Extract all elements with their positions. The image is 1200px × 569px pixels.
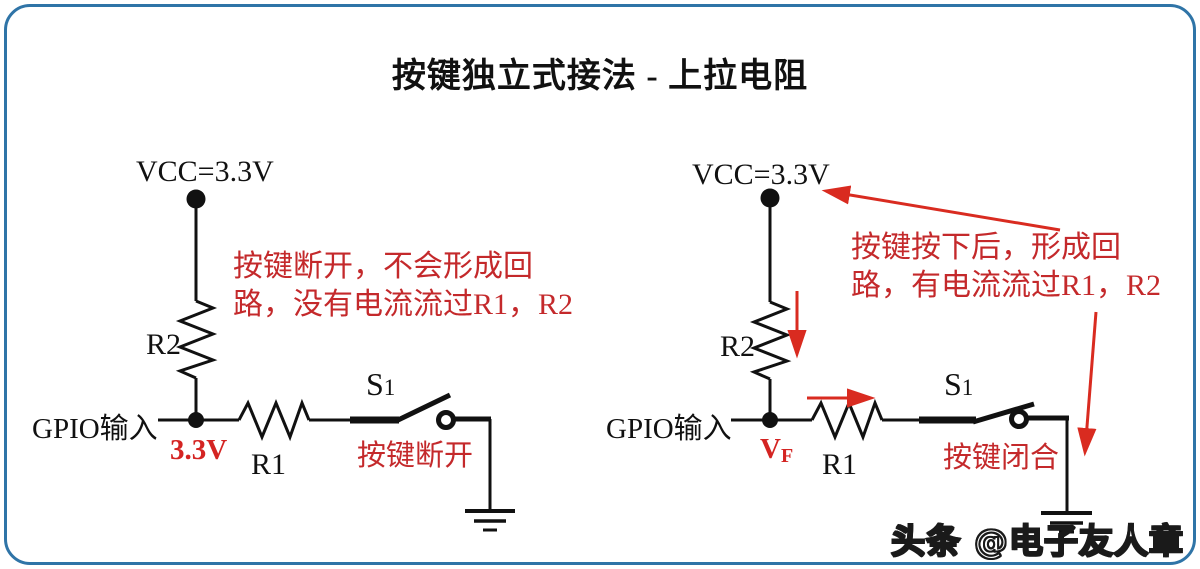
right-switch-label-main: S bbox=[944, 366, 962, 402]
left-r2-label: R2 bbox=[146, 328, 182, 361]
left-r1-resistor bbox=[237, 398, 311, 442]
left-r2-resistor bbox=[175, 299, 218, 380]
left-ground-symbol bbox=[465, 509, 515, 532]
right-node-voltage-main: V bbox=[760, 433, 781, 465]
right-r2-resistor bbox=[749, 300, 792, 381]
left-switch-label: S1 bbox=[366, 366, 395, 403]
watermark: 头条 @电子友人章 bbox=[890, 521, 1184, 563]
right-annotation: 按键按下后，形成回 路，有电流流过R1，R2 bbox=[851, 229, 1161, 305]
left-vcc-label: VCC=3.3V bbox=[136, 155, 274, 188]
right-vcc-node-dot bbox=[760, 188, 780, 208]
left-gpio-label: GPIO输入 bbox=[32, 413, 158, 445]
left-annotation-line1: 按键断开，不会形成回 bbox=[233, 250, 533, 283]
arrow-to-vcc bbox=[821, 185, 1061, 232]
left-annotation: 按键断开，不会形成回 路，没有电流流过R1，R2 bbox=[233, 248, 573, 324]
left-switch-lever-open bbox=[394, 392, 452, 424]
arrow-to-ground bbox=[1077, 311, 1098, 457]
right-annotation-line2: 路，有电流流过R1，R2 bbox=[851, 269, 1162, 302]
left-switch-terminal bbox=[436, 410, 456, 430]
right-r2-label: R2 bbox=[720, 330, 756, 363]
left-switch-state-label: 按键断开 bbox=[357, 440, 474, 472]
figure-title: 按键独立式接法 - 上拉电阻 bbox=[391, 58, 809, 95]
left-circuit-wires bbox=[158, 189, 515, 532]
left-switch-label-sub: 1 bbox=[383, 375, 396, 400]
red-arrows bbox=[787, 185, 1098, 457]
left-switch-label-main: S bbox=[366, 366, 384, 402]
right-r1-label: R1 bbox=[822, 448, 858, 481]
right-switch-terminal bbox=[1009, 409, 1029, 429]
right-node-voltage: VF bbox=[760, 433, 793, 468]
left-vcc-node-dot bbox=[186, 189, 206, 209]
right-switch-state-label: 按键闭合 bbox=[943, 442, 1060, 474]
right-circuit-wires bbox=[731, 188, 1092, 534]
right-junction-dot bbox=[762, 412, 778, 428]
left-junction-dot bbox=[188, 412, 204, 428]
right-gpio-label: GPIO输入 bbox=[606, 413, 732, 445]
right-node-voltage-sub: F bbox=[780, 445, 794, 467]
right-r1-resistor bbox=[810, 398, 884, 442]
right-switch-lever-closed bbox=[972, 401, 1035, 425]
left-r1-label: R1 bbox=[251, 448, 287, 481]
right-annotation-line1: 按键按下后，形成回 bbox=[851, 231, 1121, 264]
right-switch-label: S1 bbox=[944, 366, 973, 403]
right-switch-label-sub: 1 bbox=[961, 375, 974, 400]
right-ground-symbol bbox=[1041, 511, 1092, 534]
left-annotation-line2: 路，没有电流流过R1，R2 bbox=[233, 288, 574, 321]
left-node-voltage: 3.3V bbox=[170, 434, 228, 466]
right-vcc-label: VCC=3.3V bbox=[692, 158, 830, 191]
